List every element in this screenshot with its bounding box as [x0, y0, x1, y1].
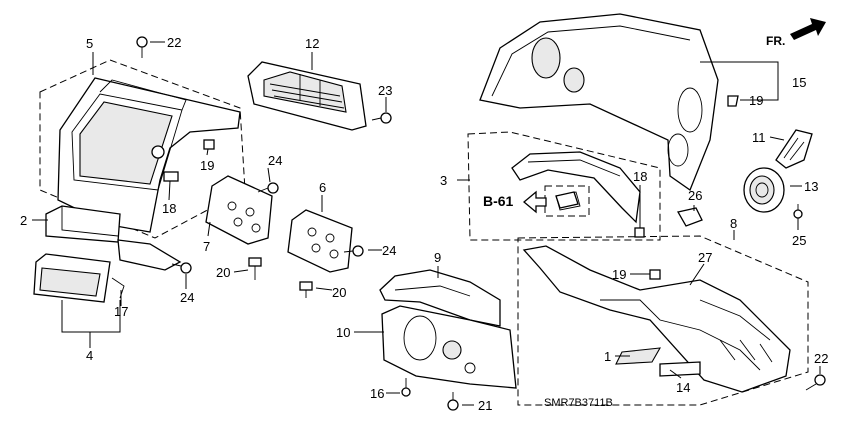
callout-26: 26 [688, 188, 702, 203]
bolt-20-b [299, 281, 313, 298]
callout-1: 1 [604, 349, 611, 364]
clip-19-c [649, 269, 661, 280]
group-outline-3 [467, 131, 661, 241]
part-26-switch [676, 207, 703, 227]
part-27-lower-panel [522, 245, 791, 393]
group-outline-8 [517, 235, 809, 406]
callout-27: 27 [698, 250, 712, 265]
ref-part-clip [555, 191, 579, 209]
callout-23: 23 [378, 83, 392, 98]
callout-19b: 19 [749, 93, 763, 108]
callout-15: 15 [792, 75, 806, 90]
callout-6: 6 [319, 180, 326, 195]
callout-24b: 24 [382, 243, 396, 258]
leader-lines [32, 41, 821, 406]
callout-10: 10 [336, 325, 350, 340]
part-6-bracket [287, 209, 353, 273]
callout-19c: 19 [612, 267, 626, 282]
clip-19-b [727, 95, 739, 107]
callout-18: 18 [162, 201, 176, 216]
direction-label: FR. [766, 34, 785, 48]
callout-20: 20 [216, 265, 230, 280]
part-4-pocket [33, 253, 125, 303]
ref-label-b61: B-61 [483, 193, 514, 209]
callout-25: 25 [792, 233, 806, 248]
callout-17: 17 [114, 304, 128, 319]
callout-9: 9 [434, 250, 441, 265]
screw-24-b [343, 245, 364, 257]
screw-24-c [171, 262, 192, 274]
screw-21 [447, 392, 459, 411]
clip-18-a [163, 171, 179, 182]
callout-21: 21 [478, 398, 492, 413]
callout-20b: 20 [332, 285, 346, 300]
part-13-ring [743, 167, 785, 213]
callout-4: 4 [86, 348, 93, 363]
callout-24c: 24 [180, 290, 194, 305]
callout-24: 24 [268, 153, 282, 168]
callout-16: 16 [370, 386, 384, 401]
part-10-lower-column-cover [381, 305, 517, 389]
callout-8: 8 [730, 216, 737, 231]
callout-13: 13 [804, 179, 818, 194]
callout-19: 19 [200, 158, 214, 173]
screw-16 [401, 378, 411, 397]
part-3-garnish [511, 151, 641, 224]
callout-12: 12 [305, 36, 319, 51]
part-12-air-vent [247, 61, 367, 131]
part-2-tray [45, 205, 182, 271]
callout-22: 22 [167, 35, 181, 50]
callout-14: 14 [676, 380, 690, 395]
callout-2: 2 [20, 213, 27, 228]
direction-arrow-icon [790, 18, 826, 40]
part-14-label [659, 361, 701, 377]
screw-23 [371, 112, 392, 124]
bolt-20-a [248, 257, 262, 280]
screw-22-bottom [805, 374, 826, 391]
callout-labels: 5 22 12 23 19 24 18 6 2 7 24 20 24 20 17… [20, 35, 828, 413]
part-7-bracket [205, 175, 273, 245]
part-5-center-panel [57, 77, 241, 233]
screw-22-top [136, 36, 148, 58]
part-1-label [615, 347, 662, 365]
callout-18b: 18 [633, 169, 647, 184]
part-15-meter-visor [479, 13, 719, 192]
screw-24-a [257, 182, 279, 194]
callout-5: 5 [86, 36, 93, 51]
clip-19-a [203, 139, 215, 150]
diagram-code: SMR7B3711B [544, 397, 613, 409]
part-9-upper-column-cover [379, 269, 501, 327]
part-11-trim [775, 129, 813, 169]
callout-11: 11 [752, 130, 766, 145]
callout-3: 3 [440, 173, 447, 188]
ref-arrow [522, 190, 547, 214]
callout-22b: 22 [814, 351, 828, 366]
clip-18-b [634, 227, 645, 238]
callout-7: 7 [203, 239, 210, 254]
screw-25 [793, 204, 803, 219]
